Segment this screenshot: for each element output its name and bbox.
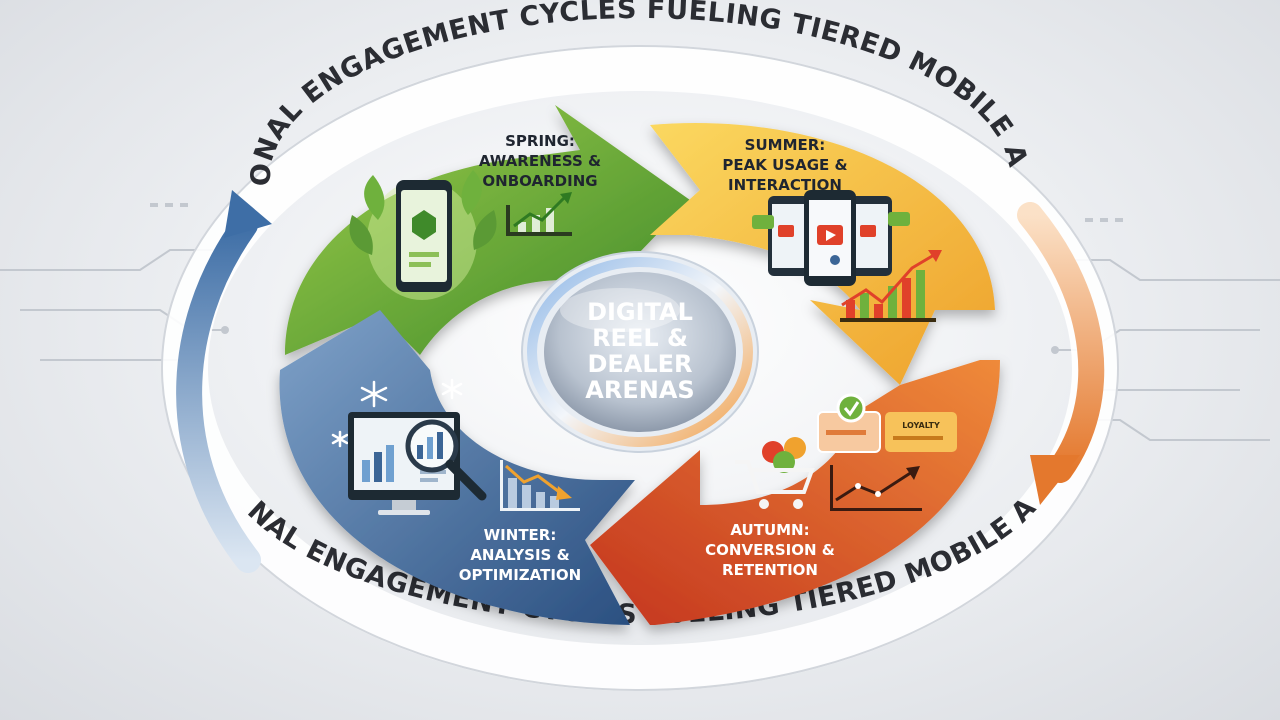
autumn-line-chart-icon bbox=[830, 465, 922, 511]
spring-phone-icon bbox=[349, 170, 497, 300]
svg-text:OPTIMIZATION: OPTIMIZATION bbox=[459, 566, 582, 584]
svg-text:DEALER: DEALER bbox=[587, 350, 692, 378]
svg-text:CONVERSION &: CONVERSION & bbox=[705, 541, 835, 559]
svg-text:RETENTION: RETENTION bbox=[722, 561, 818, 579]
svg-text:ARENAS: ARENAS bbox=[585, 376, 694, 404]
svg-text:ONBOARDING: ONBOARDING bbox=[482, 172, 597, 190]
svg-text:SPRING:: SPRING: bbox=[505, 132, 575, 150]
svg-text:PEAK USAGE &: PEAK USAGE & bbox=[722, 156, 847, 174]
svg-text:AWARENESS &: AWARENESS & bbox=[479, 152, 601, 170]
autumn-title: AUTUMN: CONVERSION & RETENTION bbox=[705, 521, 835, 579]
outer-ring-edge bbox=[161, 45, 1119, 691]
blue-cycle-arrow bbox=[176, 190, 272, 573]
autumn-shopping-cart-icon bbox=[735, 437, 815, 509]
winter-title: WINTER: ANALYSIS & OPTIMIZATION bbox=[459, 526, 582, 584]
center-hub[interactable] bbox=[521, 251, 759, 453]
winter-magnifier-icon bbox=[405, 419, 487, 501]
svg-text:WINTER:: WINTER: bbox=[484, 526, 557, 544]
orange-cycle-arrow bbox=[1017, 202, 1105, 505]
spring-title: SPRING: AWARENESS & ONBOARDING bbox=[479, 132, 601, 190]
autumn-checkmark-card-icon bbox=[817, 393, 881, 453]
spring-growth-chart-icon bbox=[506, 192, 572, 236]
winter-snowflake-icon bbox=[331, 378, 463, 448]
svg-text:ANALYSIS &: ANALYSIS & bbox=[470, 546, 569, 564]
svg-text:SUMMER:: SUMMER: bbox=[745, 136, 826, 154]
center-label: DIGITAL REEL & DEALER ARENAS bbox=[585, 298, 694, 404]
svg-text:INTERACTION: INTERACTION bbox=[728, 176, 842, 194]
summer-growth-chart-icon bbox=[840, 250, 942, 322]
winter-trend-chart-icon bbox=[500, 460, 580, 511]
summer-title: SUMMER: PEAK USAGE & INTERACTION bbox=[722, 136, 847, 194]
svg-text:AUTUMN:: AUTUMN: bbox=[730, 521, 809, 539]
summer-phones-icon bbox=[752, 190, 910, 286]
svg-text:LOYALTY: LOYALTY bbox=[902, 421, 940, 430]
autumn-loyalty-card-icon: LOYALTY bbox=[885, 412, 957, 452]
svg-text:REEL &: REEL & bbox=[592, 324, 688, 352]
svg-text:DIGITAL: DIGITAL bbox=[587, 298, 693, 326]
